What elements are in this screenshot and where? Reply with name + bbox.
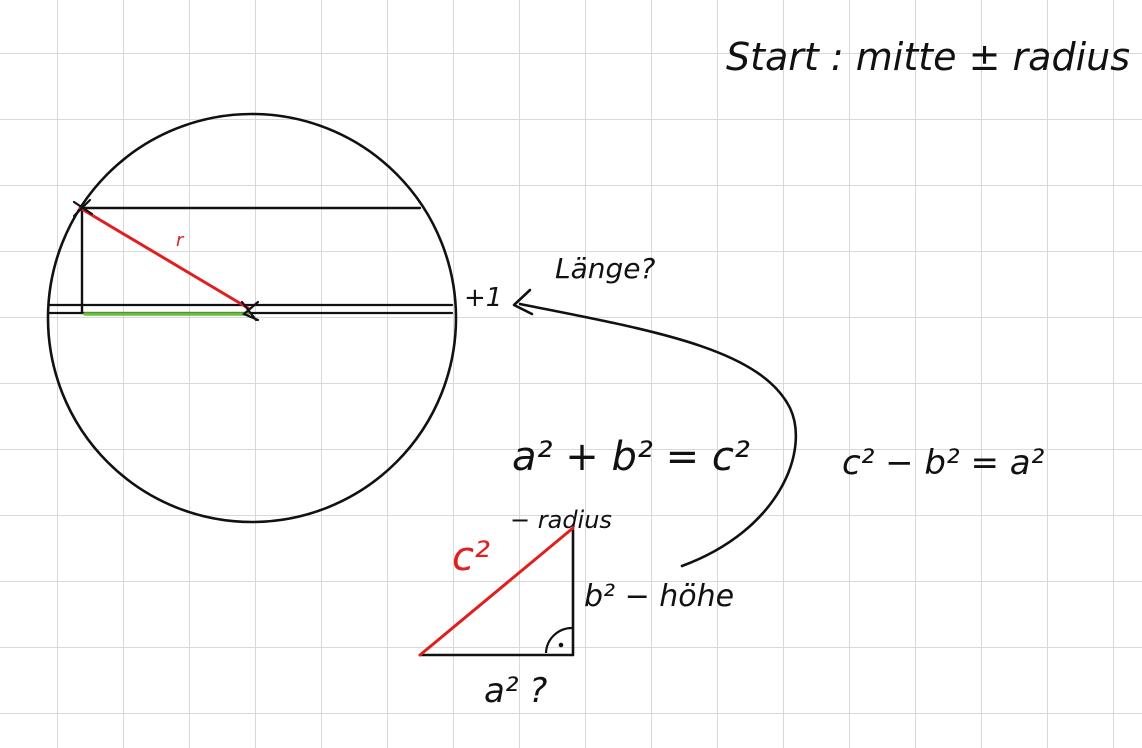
radius-label: r [176,230,185,251]
triangle-hypotenuse [418,526,575,657]
b2-hoehe-label: b² − höhe [584,579,734,614]
start-note: Start : mitte ± radius [726,35,1130,79]
plus-one-label: +1 [464,283,502,313]
right-angle-dot [558,642,564,648]
cross-mark-center [240,300,260,322]
a2-unknown-label: a² ? [484,671,547,711]
curved-arrow [518,302,798,568]
laenge-question: Länge? [555,252,656,285]
right-angle-arc [544,626,573,654]
c2-label: c² [452,534,490,580]
c2-radius-label: − radius [510,506,612,534]
arrowhead [512,288,534,316]
cross-mark-top-left [72,198,94,218]
pythagoras-formula: a² + b² = c² [512,434,750,480]
rearranged-formula: c² − b² = a² [842,443,1045,483]
circle [46,112,458,524]
radius-line [78,206,250,310]
